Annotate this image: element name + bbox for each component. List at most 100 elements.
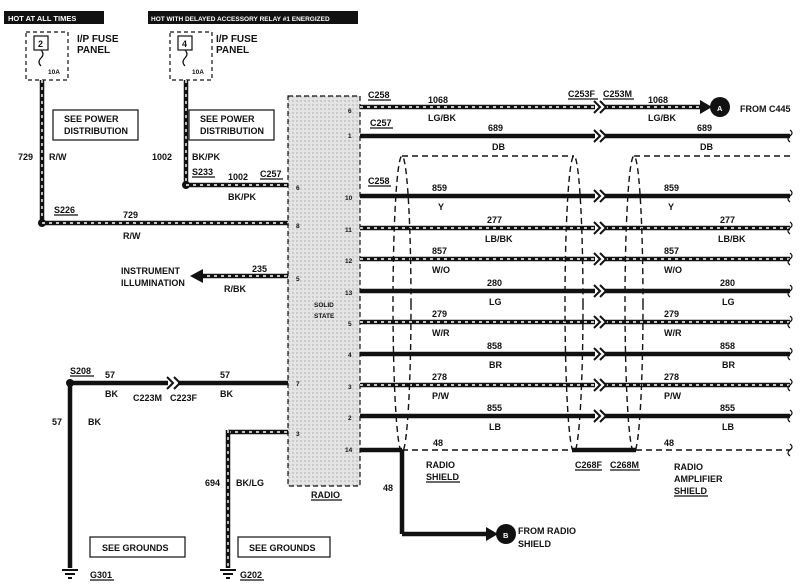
svg-text:48: 48	[664, 438, 674, 448]
svg-text:279: 279	[664, 309, 679, 319]
svg-text:SEE POWER: SEE POWER	[64, 114, 119, 124]
svg-text:3: 3	[296, 431, 300, 438]
svg-text:1068: 1068	[428, 95, 448, 105]
svg-text:1: 1	[348, 133, 352, 140]
svg-text:689: 689	[697, 123, 712, 133]
svg-text:B: B	[503, 531, 509, 540]
svg-text:4: 4	[182, 39, 187, 49]
fuse-element-icon	[182, 49, 188, 67]
svg-text:855: 855	[720, 403, 735, 413]
fuse-4-label2: PANEL	[216, 45, 249, 56]
connector-c223f: C223F	[170, 393, 198, 403]
svg-text:BK/PK: BK/PK	[228, 192, 257, 202]
svg-text:57: 57	[52, 417, 62, 427]
fuse-2-label1: I/P FUSE	[77, 34, 119, 45]
arrow-left-icon	[190, 269, 203, 283]
connector-c258-mid: C258	[368, 176, 390, 186]
fuse-4-label1: I/P FUSE	[216, 34, 258, 45]
svg-text:11: 11	[345, 227, 352, 234]
connector-c257-left: C257	[260, 169, 282, 179]
hot-with-relay-banner	[148, 11, 358, 24]
svg-text:279: 279	[432, 309, 447, 319]
svg-text:277: 277	[720, 215, 735, 225]
svg-text:W/R: W/R	[664, 328, 682, 338]
connector-c253m: C253M	[603, 89, 632, 99]
from-c445-label: FROM C445	[740, 104, 791, 114]
see-power-note-2	[188, 109, 275, 141]
wire-1002-color: BK/PK	[192, 152, 221, 162]
radio-shield-ellipse-1	[392, 155, 412, 453]
svg-text:859: 859	[664, 183, 679, 193]
svg-text:57: 57	[105, 370, 115, 380]
svg-text:W/R: W/R	[432, 328, 450, 338]
svg-text:SEE GROUNDS: SEE GROUNDS	[102, 543, 169, 553]
arrow-right-icon	[700, 100, 712, 114]
svg-text:729: 729	[123, 210, 138, 220]
fuse-element-icon	[38, 49, 44, 67]
splice-s233-label: S233	[192, 167, 213, 177]
svg-text:235: 235	[252, 264, 267, 274]
radio-shield-label1: RADIO	[426, 460, 455, 470]
svg-text:280: 280	[487, 278, 502, 288]
svg-text:1068: 1068	[648, 95, 668, 105]
svg-text:DISTRIBUTION: DISTRIBUTION	[200, 126, 264, 136]
svg-text:694: 694	[205, 478, 220, 488]
arrow-right-icon	[486, 527, 498, 541]
svg-text:14: 14	[345, 447, 353, 454]
wire-729-number: 729	[18, 152, 33, 162]
svg-text:Y: Y	[668, 202, 674, 212]
svg-text:R/BK: R/BK	[224, 284, 246, 294]
svg-text:DISTRIBUTION: DISTRIBUTION	[64, 126, 128, 136]
svg-text:277: 277	[487, 215, 502, 225]
connector-a-circle	[710, 97, 730, 117]
connector-c268f: C268F	[575, 460, 603, 470]
see-grounds-note-2	[237, 536, 331, 558]
svg-text:10A: 10A	[48, 69, 60, 76]
svg-text:BK: BK	[220, 389, 233, 399]
svg-text:BK/LG: BK/LG	[236, 478, 264, 488]
svg-text:1002: 1002	[228, 172, 248, 182]
svg-text:LG: LG	[489, 297, 502, 307]
ground-g301-label: G301	[90, 570, 112, 580]
svg-text:LB: LB	[722, 422, 734, 432]
svg-text:5: 5	[348, 321, 352, 328]
svg-text:48: 48	[383, 483, 393, 493]
svg-text:5: 5	[296, 276, 300, 283]
svg-text:SEE POWER: SEE POWER	[200, 114, 255, 124]
svg-text:8: 8	[296, 223, 300, 230]
svg-text:BR: BR	[489, 360, 502, 370]
svg-text:13: 13	[345, 290, 353, 297]
svg-text:4: 4	[348, 352, 352, 359]
svg-text:LB: LB	[489, 422, 501, 432]
hot-at-all-times-text: HOT AT ALL TIMES	[8, 14, 76, 23]
connector-c223-icon	[166, 376, 182, 390]
svg-text:S208: S208	[70, 366, 91, 376]
svg-text:SEE GROUNDS: SEE GROUNDS	[249, 543, 316, 553]
connector-c258-top: C258	[368, 90, 390, 100]
svg-text:6: 6	[348, 108, 352, 115]
svg-text:859: 859	[432, 183, 447, 193]
radio-module	[287, 95, 361, 487]
svg-text:P/W: P/W	[664, 391, 682, 401]
svg-text:280: 280	[720, 278, 735, 288]
svg-text:DB: DB	[492, 142, 505, 152]
radio-shield-ellipse-2	[564, 155, 584, 453]
ground-g202-icon	[220, 569, 236, 579]
svg-text:857: 857	[432, 246, 447, 256]
svg-text:LG/BK: LG/BK	[428, 113, 456, 123]
svg-text:R/W: R/W	[123, 231, 141, 241]
svg-text:3: 3	[348, 384, 352, 391]
svg-text:LG/BK: LG/BK	[648, 113, 676, 123]
from-radio-shield-label2: SHIELD	[518, 539, 552, 549]
ground-g301-icon	[62, 569, 78, 579]
svg-text:858: 858	[487, 341, 502, 351]
see-grounds-note-1	[89, 536, 186, 558]
svg-text:W/O: W/O	[432, 265, 450, 275]
svg-text:LG: LG	[722, 297, 735, 307]
svg-text:689: 689	[488, 123, 503, 133]
svg-text:12: 12	[345, 258, 353, 265]
fuse-2-label2: PANEL	[77, 45, 110, 56]
amp-shield-ellipse	[624, 155, 644, 453]
hot-at-all-times-banner	[4, 11, 104, 24]
svg-text:855: 855	[487, 403, 502, 413]
